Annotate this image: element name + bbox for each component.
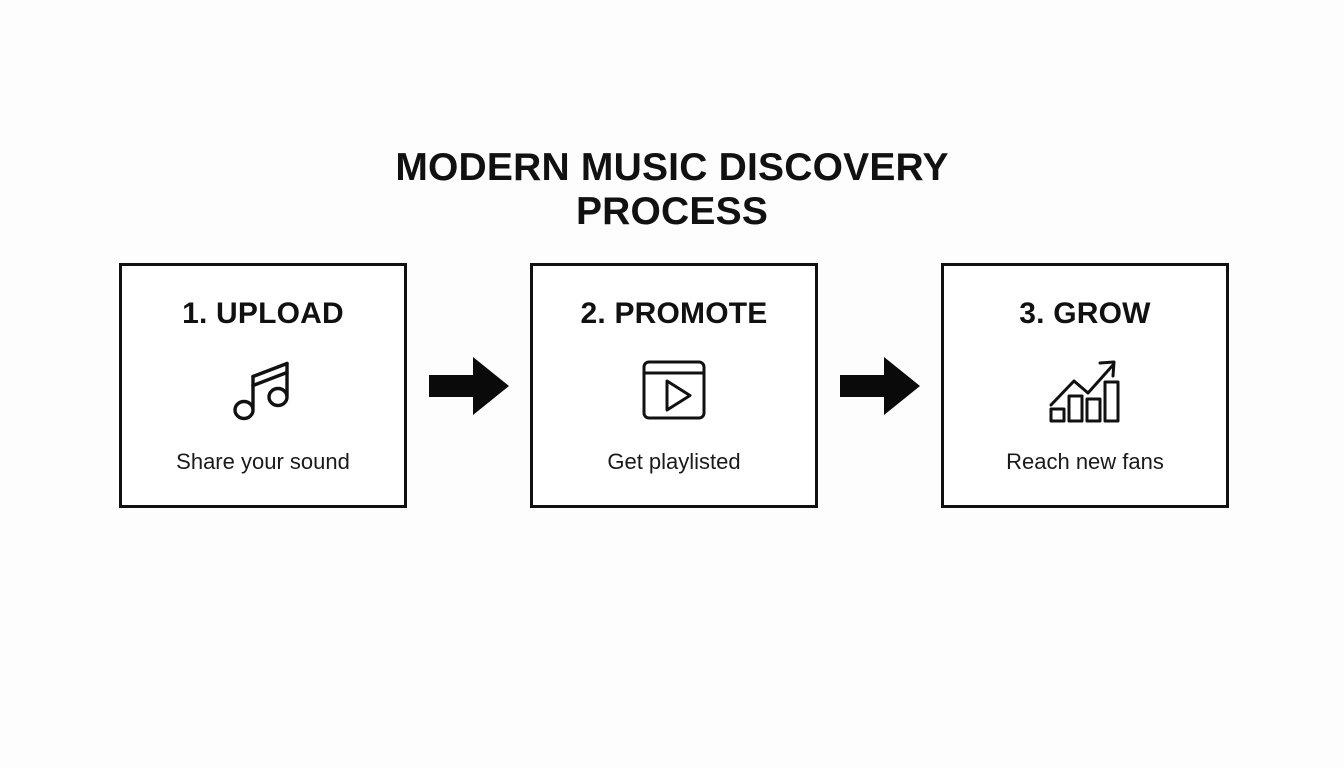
step-card-grow[interactable]: 3. GROW Reach new fans [941,263,1229,508]
page-title: MODERN MUSIC DISCOVERY PROCESS [395,146,949,233]
arrow-right-icon [838,356,922,416]
step-caption: Share your sound [176,449,350,474]
music-note-icon [223,354,303,426]
step-caption: Get playlisted [607,449,741,474]
step-heading: 2. PROMOTE [580,297,768,330]
step-heading: 1. UPLOAD [182,297,344,330]
step-caption: Reach new fans [1006,449,1164,474]
video-player-play-icon [634,354,714,426]
arrow-right-icon [427,356,511,416]
process-flow: 1. UPLOAD Share your sound [119,263,1229,508]
step-heading: 3. GROW [1019,297,1151,330]
step-card-promote[interactable]: 2. PROMOTE Get playlisted [530,263,818,508]
growth-bar-chart-icon [1045,354,1125,426]
step-card-upload[interactable]: 1. UPLOAD Share your sound [119,263,407,508]
